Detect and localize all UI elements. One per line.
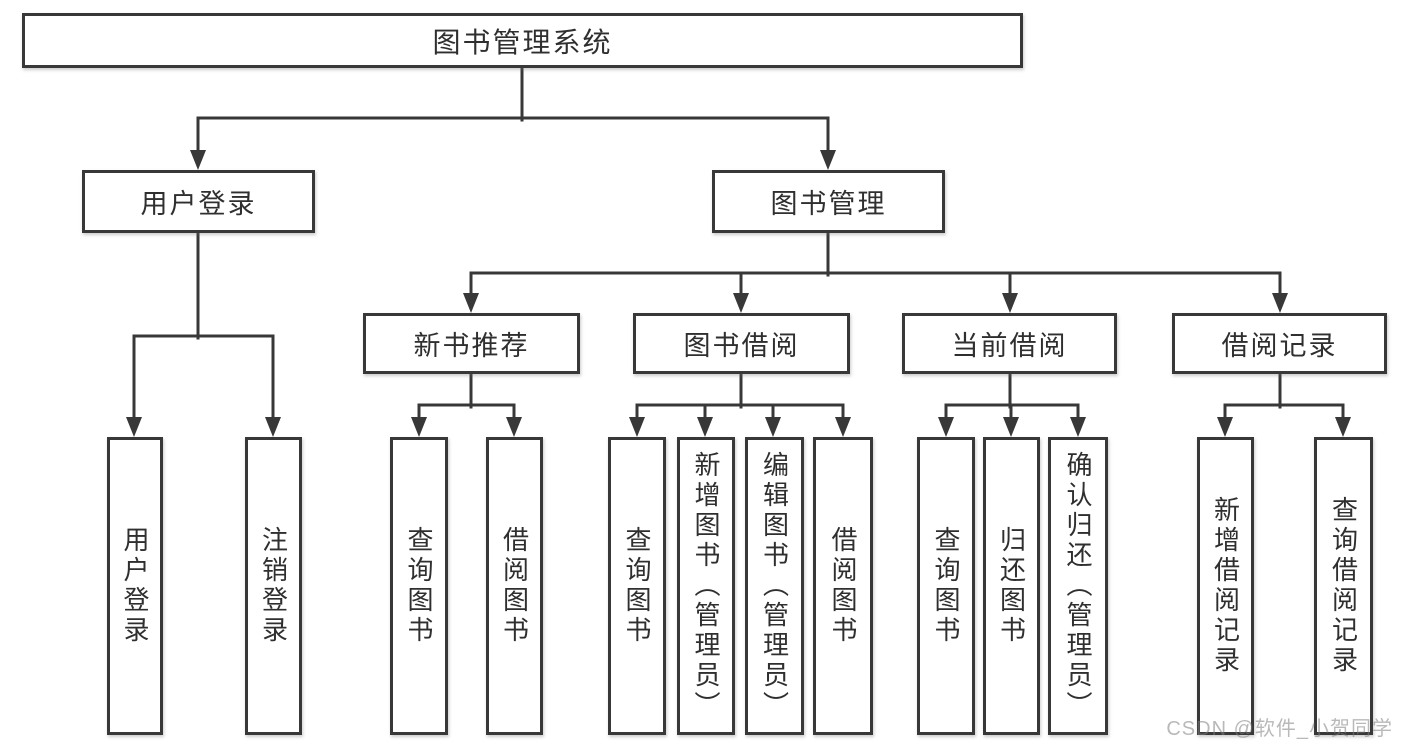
arrow-down-icon bbox=[765, 417, 781, 437]
connector-root-to-level2 bbox=[196, 66, 830, 152]
arrow-down-icon bbox=[733, 293, 749, 313]
node-leaf-current-confirm-return: 确认归还（管理员） bbox=[1048, 437, 1108, 735]
arrow-down-icon bbox=[1003, 417, 1019, 437]
connector-current-borrow-to-leaves bbox=[944, 372, 1080, 420]
arrow-down-icon bbox=[1217, 417, 1233, 437]
arrow-down-icon bbox=[1070, 417, 1086, 437]
arrow-down-icon bbox=[506, 417, 522, 437]
node-leaf-current-query-books: 查询图书 bbox=[917, 437, 975, 735]
connector-user-login-to-leaves bbox=[132, 231, 275, 420]
arrow-down-icon bbox=[835, 417, 851, 437]
arrow-down-icon bbox=[265, 417, 281, 437]
node-leaf-borrow-edit-books: 编辑图书（管理员） bbox=[745, 437, 804, 735]
node-leaf-record-query-record: 查询借阅记录 bbox=[1314, 437, 1373, 735]
node-leaf-borrow-query-books: 查询图书 bbox=[608, 437, 666, 735]
arrow-down-icon bbox=[190, 150, 206, 170]
node-user-login: 用户登录 bbox=[82, 170, 315, 233]
arrow-down-icon bbox=[463, 293, 479, 313]
arrow-down-icon bbox=[1002, 293, 1018, 313]
node-borrow-record: 借阅记录 bbox=[1172, 313, 1387, 374]
connector-new-book-rec-to-leaves bbox=[417, 372, 516, 420]
node-current-borrow: 当前借阅 bbox=[902, 313, 1117, 374]
node-leaf-user-login: 用户登录 bbox=[107, 437, 163, 735]
node-book-borrow: 图书借阅 bbox=[633, 313, 850, 374]
node-leaf-newrec-borrow-books: 借阅图书 bbox=[486, 437, 543, 735]
arrowheads bbox=[126, 150, 1351, 437]
node-leaf-borrow-add-books: 新增图书（管理员） bbox=[677, 437, 735, 735]
arrow-down-icon bbox=[938, 417, 954, 437]
arrow-down-icon bbox=[1272, 293, 1288, 313]
arrow-down-icon bbox=[1335, 417, 1351, 437]
node-leaf-logout: 注销登录 bbox=[245, 437, 302, 735]
node-new-book-rec: 新书推荐 bbox=[363, 313, 580, 374]
node-leaf-record-add-record: 新增借阅记录 bbox=[1197, 437, 1254, 735]
node-leaf-newrec-query-books: 查询图书 bbox=[390, 437, 448, 735]
connector-book-mgmt-to-level3 bbox=[469, 231, 1282, 296]
watermark: CSDN @软件_小贺同学 bbox=[1166, 718, 1393, 740]
node-leaf-borrow-borrow-books: 借阅图书 bbox=[813, 437, 873, 735]
arrow-down-icon bbox=[820, 150, 836, 170]
node-leaf-current-return-books: 归还图书 bbox=[983, 437, 1040, 735]
node-root: 图书管理系统 bbox=[22, 13, 1023, 68]
arrow-down-icon bbox=[411, 417, 427, 437]
arrow-down-icon bbox=[697, 417, 713, 437]
connector-book-borrow-to-leaves bbox=[635, 372, 845, 420]
arrow-down-icon bbox=[629, 417, 645, 437]
connector-borrow-record-to-leaves bbox=[1223, 372, 1345, 420]
arrow-down-icon bbox=[126, 417, 142, 437]
node-book-mgmt: 图书管理 bbox=[712, 170, 945, 233]
